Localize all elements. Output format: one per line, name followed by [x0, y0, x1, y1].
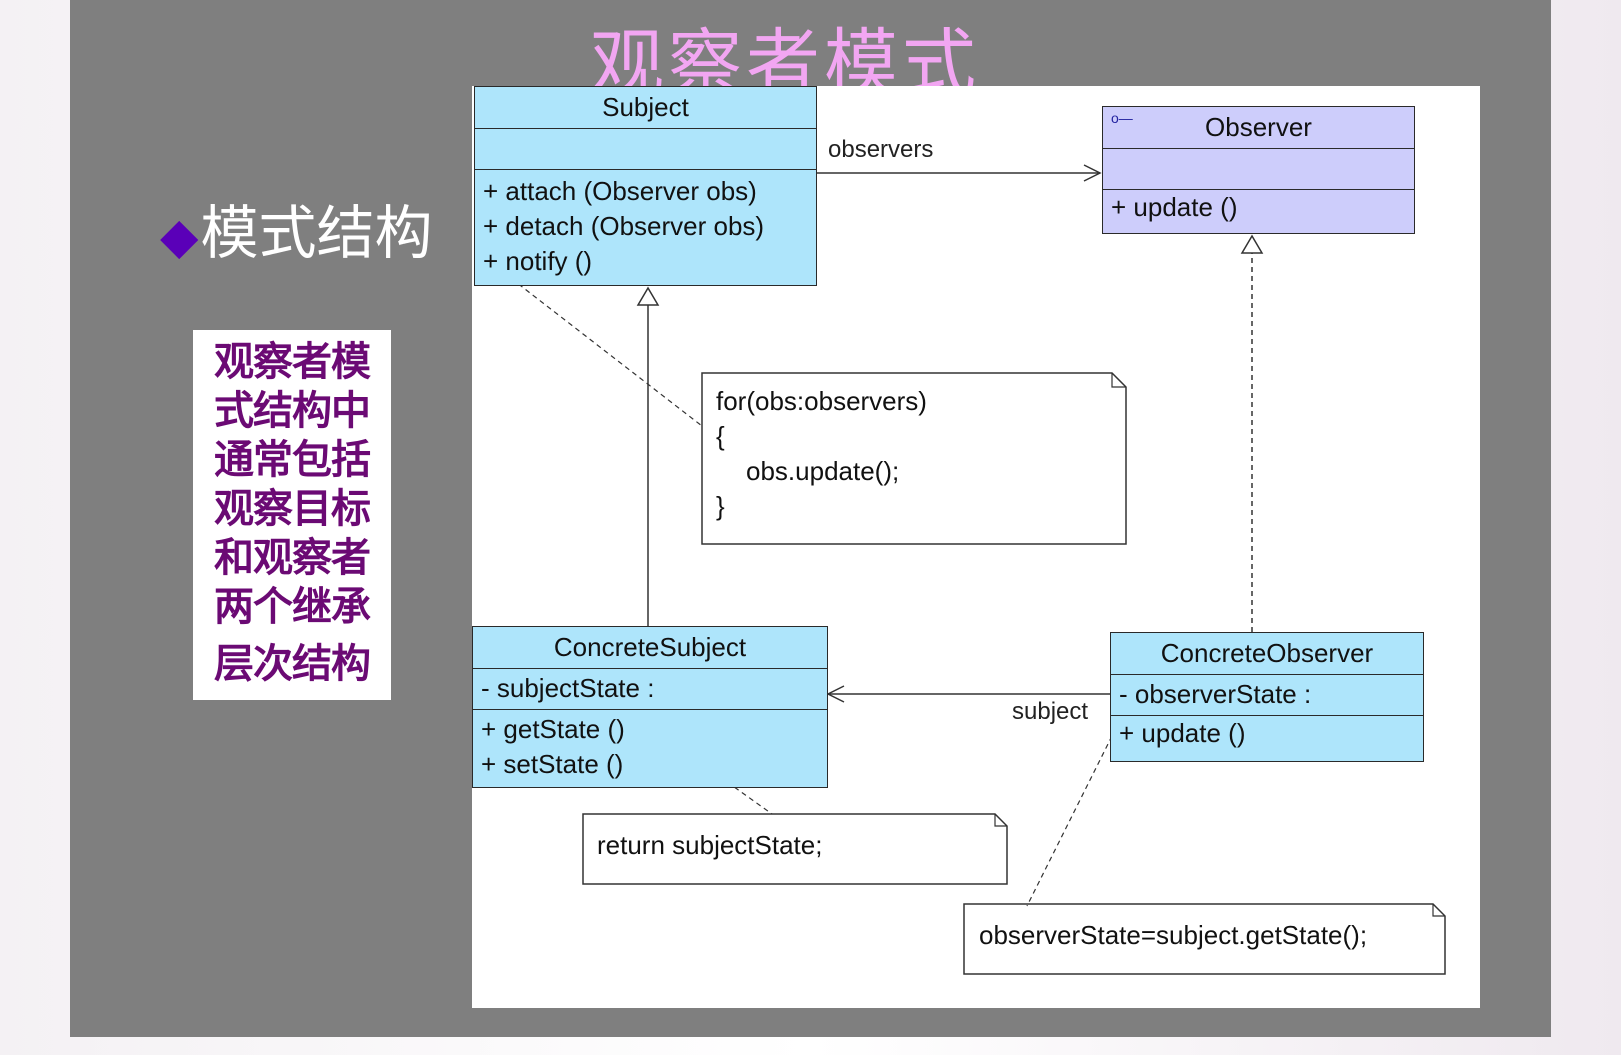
getstate-note: return subjectState; [597, 828, 822, 863]
callout-box: 观察者模 式结构中 通常包括 观察目标 和观察者 两个继承 层次结构 [193, 330, 391, 700]
diamond-bullet-icon: ◆ [160, 207, 199, 265]
note-text: return subjectState; [597, 830, 823, 860]
notify-note-anchor [489, 261, 703, 427]
attribute-compartment: - observerState : [1111, 675, 1423, 716]
attribute: - subjectState : [481, 673, 655, 703]
subject-generalization-triangle [636, 286, 660, 306]
bullet-point: ◆模式结构 [160, 198, 432, 268]
operation: + update () [1119, 718, 1246, 748]
operation: + attach (Observer obs) [483, 176, 757, 206]
concrete-subject-class: ConcreteSubject - subjectState : + getSt… [472, 626, 828, 788]
subject-class: Subject + attach (Observer obs) + detach… [474, 86, 817, 286]
operation: + setState () [481, 749, 624, 779]
callout-line: 和观察者 [214, 536, 371, 580]
concrete-observer-class: ConcreteObserver - observerState : + upd… [1110, 632, 1424, 762]
getstate-note-outline [582, 813, 1008, 885]
operation-compartment: + update () [1103, 190, 1414, 225]
note-line: obs.update(); [746, 456, 900, 486]
slide-title: 观察者模式 [590, 21, 980, 90]
notify-note-outline [701, 372, 1127, 545]
notify-note: for(obs:observers) { obs.update(); } [716, 384, 1096, 524]
update-note-outline [963, 903, 1446, 975]
observer-realization-triangle [1240, 234, 1264, 254]
interface-icon: o— [1111, 110, 1133, 126]
class-name: ConcreteSubject [473, 627, 827, 669]
callout-line: 层次结构 [214, 642, 371, 686]
callout-line: 通常包括 [214, 438, 371, 482]
operation: + getState () [481, 714, 625, 744]
class-name: Subject [475, 87, 816, 129]
update-note-anchor [1026, 719, 1121, 907]
operation-compartment: + getState () + setState () [473, 710, 827, 782]
note-line: for(obs:observers) [716, 386, 927, 416]
class-name: o—Observer [1103, 107, 1414, 149]
observers-arrowhead [1083, 164, 1102, 182]
uml-diagram: observers subject Subject + attach (Obse… [472, 86, 1480, 1008]
attribute-compartment [475, 129, 816, 170]
operation-compartment: + update () [1111, 716, 1423, 751]
observer-interface: o—Observer + update () [1102, 106, 1415, 234]
subject-role-label: subject [1012, 698, 1089, 725]
observers-role-label: observers [828, 136, 934, 163]
slide: 观察者模式 ◆模式结构 观察者模 式结构中 通常包括 观察目标 和观察者 两个继… [70, 0, 1551, 1037]
callout-line: 观察者模 [214, 340, 371, 384]
operation-compartment: + attach (Observer obs) + detach (Observ… [475, 170, 816, 279]
attribute-compartment [1103, 149, 1414, 190]
attribute: - observerState : [1119, 679, 1312, 709]
operation: + notify () [483, 246, 593, 276]
operation: + detach (Observer obs) [483, 211, 765, 241]
operation: + update () [1111, 192, 1238, 222]
class-name: ConcreteObserver [1111, 633, 1423, 675]
bullet-text: 模式结构 [200, 199, 433, 267]
callout-line: 观察目标 [214, 487, 371, 531]
subject-arrowhead [826, 685, 845, 703]
update-note: observerState=subject.getState(); [979, 918, 1367, 953]
note-text: observerState=subject.getState(); [979, 920, 1368, 950]
callout-line: 式结构中 [214, 389, 371, 433]
note-line: } [716, 491, 725, 521]
callout-line: 两个继承 [214, 585, 371, 629]
note-line: { [716, 421, 725, 451]
attribute-compartment: - subjectState : [473, 669, 827, 710]
